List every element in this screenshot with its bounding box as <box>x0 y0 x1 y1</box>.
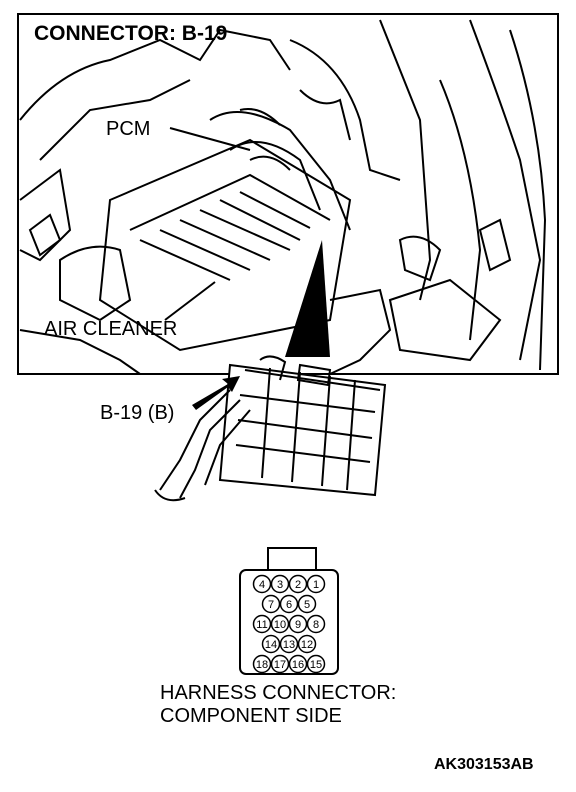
pin-5: 5 <box>297 594 317 614</box>
pin-4: 4 <box>252 574 272 594</box>
pin-label: 17 <box>274 659 286 671</box>
pin-3: 3 <box>270 574 290 594</box>
pcm-connector-drawing <box>154 355 387 502</box>
pin-label: 9 <box>295 619 301 631</box>
pin-15: 15 <box>306 654 326 674</box>
pin-13: 13 <box>279 634 299 654</box>
pin-label: 11 <box>256 619 267 631</box>
pin-label: 3 <box>277 579 283 591</box>
pin-label: 2 <box>295 579 301 591</box>
pin-10: 10 <box>270 614 290 634</box>
label-pcm: PCM <box>106 118 151 140</box>
pin-12: 12 <box>297 634 317 654</box>
pin-label: 10 <box>274 619 286 631</box>
label-connector-ref: B-19 (B) <box>100 402 175 424</box>
pin-label: 4 <box>259 579 265 591</box>
pin-14: 14 <box>261 634 281 654</box>
pin-16: 16 <box>288 654 308 674</box>
label-air-cleaner: AIR CLEANER <box>44 318 178 340</box>
pin-17: 17 <box>270 654 290 674</box>
pin-label: 12 <box>301 639 313 651</box>
page-title: CONNECTOR: B-19 <box>34 22 228 45</box>
callout-wedge <box>285 240 330 357</box>
pin-label: 18 <box>256 659 268 671</box>
pin-label: 16 <box>292 659 304 671</box>
pin-label: 1 <box>313 579 319 591</box>
pin-label: 15 <box>310 659 322 671</box>
pin-label: 13 <box>283 639 295 651</box>
pin-label: 8 <box>313 619 319 631</box>
figure-code: AK303153AB <box>434 756 534 773</box>
pin-9: 9 <box>288 614 308 634</box>
pin-6: 6 <box>279 594 299 614</box>
pin-label: 14 <box>265 639 277 651</box>
pin-label: 7 <box>268 599 274 611</box>
b19-arrow <box>192 376 240 410</box>
pin-label: 6 <box>286 599 292 611</box>
pin-1: 1 <box>306 574 326 594</box>
pin-18: 18 <box>252 654 272 674</box>
pin-7: 7 <box>261 594 281 614</box>
pin-2: 2 <box>288 574 308 594</box>
connector-caption: HARNESS CONNECTOR: COMPONENT SIDE <box>160 682 396 728</box>
pin-11: 11 <box>252 614 272 634</box>
caption-line-1: HARNESS CONNECTOR: <box>160 682 397 704</box>
caption-line-2: COMPONENT SIDE <box>160 705 342 727</box>
pin-8: 8 <box>306 614 326 634</box>
pin-label: 5 <box>304 599 310 611</box>
